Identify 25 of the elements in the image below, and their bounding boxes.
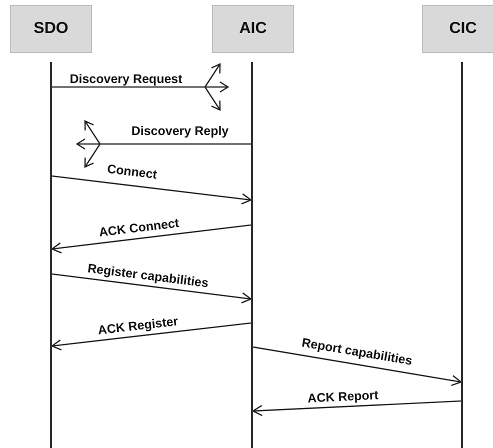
- message-arrow: [52, 273, 252, 304]
- participant-box: [10, 5, 92, 53]
- participant-name: SDO: [34, 20, 68, 38]
- lifeline: [251, 62, 253, 448]
- message-arrow: [76, 120, 252, 168]
- message-arrow: [51, 62, 230, 112]
- edge-label: ACK Register: [97, 315, 179, 337]
- edge-label: Discovery Reply: [131, 124, 229, 138]
- message-arrow: [51, 224, 252, 254]
- participant-box: [422, 5, 493, 53]
- edge-label: Register capabilities: [86, 262, 210, 290]
- message-arrow: [252, 346, 462, 386]
- edge-label: ACK Report: [307, 389, 379, 405]
- message-arrow: [252, 400, 462, 416]
- participant-name: AIC: [239, 20, 267, 38]
- lifeline: [461, 62, 463, 448]
- edge-label: Report capabilities: [300, 336, 414, 368]
- participant-box: [212, 5, 294, 53]
- message-arrow: [52, 175, 252, 205]
- message-arrow: [51, 322, 252, 351]
- edge-label: Connect: [106, 162, 158, 182]
- lifeline: [50, 62, 52, 448]
- edge-label: Discovery Request: [70, 72, 182, 86]
- edge-label: ACK Connect: [98, 216, 180, 240]
- participant-name: CIC: [449, 20, 477, 38]
